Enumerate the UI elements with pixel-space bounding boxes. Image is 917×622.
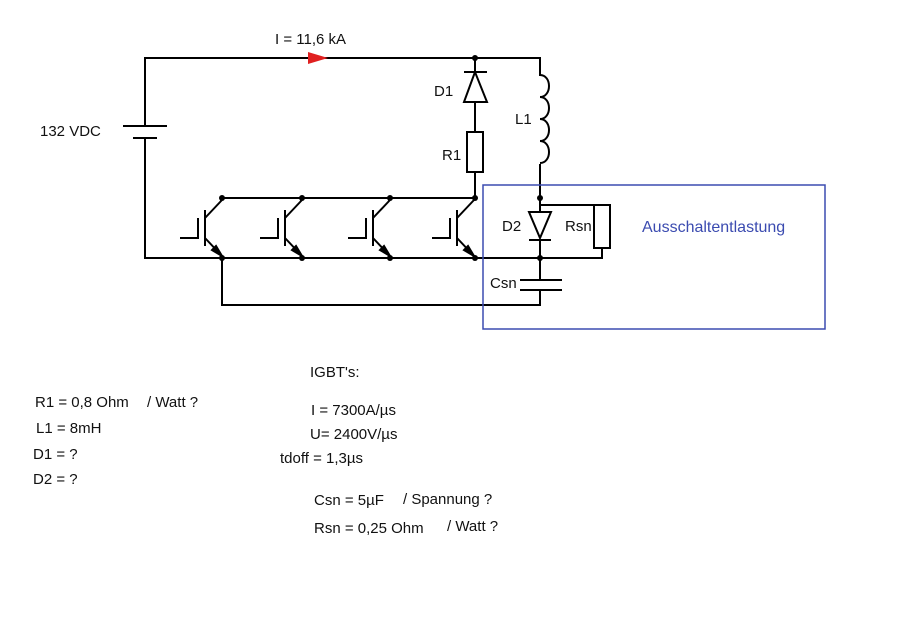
junction-dots xyxy=(219,55,543,261)
note-rsn-question: / Watt ? xyxy=(447,518,499,535)
igbt-4-symbol xyxy=(432,199,475,257)
igbt-3-symbol xyxy=(348,199,391,257)
l1-inductor-symbol xyxy=(539,74,550,164)
d1-diode-symbol xyxy=(462,69,489,103)
d2-label: D2 xyxy=(502,218,522,235)
battery-symbol xyxy=(123,125,167,139)
note-r1: R1 = 0,8 Ohm xyxy=(35,394,129,411)
note-igbt-current: I = 7300A/µs xyxy=(311,402,396,419)
source-voltage-label: 132 VDC xyxy=(40,123,101,140)
note-r1-question: / Watt ? xyxy=(147,394,199,411)
note-igbt-title: IGBT's: xyxy=(310,364,360,381)
note-d2: D2 = ? xyxy=(33,471,78,488)
current-label: I = 11,6 kA xyxy=(275,31,347,48)
return-wire xyxy=(221,257,541,306)
d1-label: D1 xyxy=(434,83,454,100)
note-l1: L1 = 8mH xyxy=(36,420,102,437)
csn-label: Csn xyxy=(490,275,517,292)
current-arrow-icon xyxy=(308,52,328,64)
note-igbt-voltage: U= 2400V/µs xyxy=(310,426,398,443)
top-wire xyxy=(144,57,541,76)
r1-resistor-symbol xyxy=(466,131,484,173)
snubber-box-label: Ausschaltentlastung xyxy=(642,219,786,236)
note-csn-question: / Spannung ? xyxy=(403,491,493,508)
igbt-1-symbol xyxy=(180,199,223,257)
note-d1: D1 = ? xyxy=(33,446,78,463)
snubber-box xyxy=(482,184,826,330)
igbt-2-symbol xyxy=(260,199,303,257)
note-csn: Csn = 5µF xyxy=(314,492,384,509)
note-rsn: Rsn = 0,25 Ohm xyxy=(314,520,424,537)
r1-label: R1 xyxy=(442,147,462,164)
csn-capacitor-symbol xyxy=(520,279,562,291)
d2-diode-symbol xyxy=(527,211,553,241)
l1-label: L1 xyxy=(515,111,532,128)
rsn-label: Rsn xyxy=(565,218,592,235)
note-igbt-tdoff: tdoff = 1,3µs xyxy=(280,450,364,467)
rsn-resistor-symbol xyxy=(593,204,611,249)
